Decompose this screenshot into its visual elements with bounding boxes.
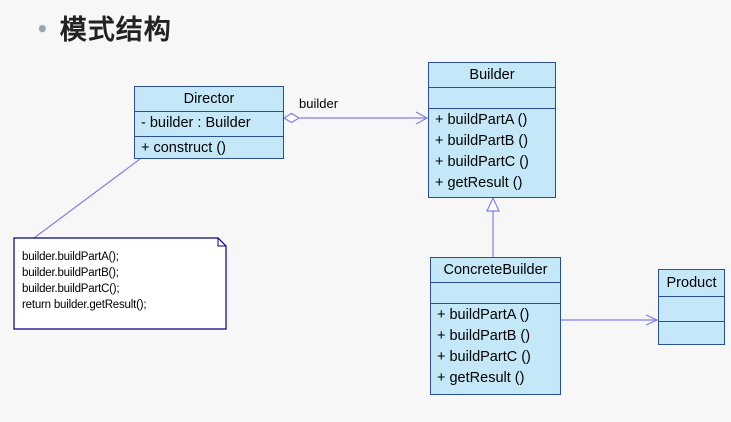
attributes-section (659, 297, 724, 322)
aggregation-diamond (282, 112, 301, 124)
operations-section (659, 322, 724, 346)
class-name: ConcreteBuilder (431, 258, 560, 283)
operation: + buildPartB () (435, 133, 529, 149)
title-text: 模式结构 (59, 15, 172, 46)
director-class[interactable]: Director - builder : Builder + construct… (134, 86, 284, 159)
operations-section: + construct () (135, 137, 283, 161)
attributes-section (429, 88, 555, 109)
attributes-section (431, 283, 560, 304)
dependency-arrowhead (645, 314, 659, 326)
note-line: return builder.getResult(); (22, 299, 147, 311)
attribute: - builder : Builder (141, 115, 251, 131)
note-fold (217, 238, 226, 247)
slide-title: • 模式结构 (36, 8, 172, 47)
operation: + buildPartB () (437, 328, 531, 344)
association-arrowhead (415, 111, 429, 125)
note-line: builder.buildPartC(); (22, 283, 120, 295)
concrete-builder-class[interactable]: ConcreteBuilder + buildPartA () + buildP… (430, 257, 561, 395)
class-name: Builder (429, 63, 555, 88)
class-name: Product (659, 270, 724, 297)
note-shape (13, 237, 227, 330)
association-label: builder (299, 96, 339, 111)
operation: + construct () (141, 140, 227, 156)
note-connector (33, 158, 141, 239)
note-line: builder.buildPartA(); (22, 251, 119, 263)
builder-class[interactable]: Builder + buildPartA () + buildPartB () … (428, 62, 556, 198)
operation: + buildPartC () (435, 154, 529, 170)
note-line: builder.buildPartB(); (22, 267, 119, 279)
attributes-section: - builder : Builder (135, 112, 283, 137)
operations-section: + buildPartA () + buildPartB () + buildP… (431, 304, 560, 391)
class-name: Director (135, 87, 283, 112)
product-class[interactable]: Product (658, 269, 725, 345)
operation: + buildPartA () (435, 112, 528, 128)
operation: + getResult () (435, 175, 523, 191)
operation: + buildPartC () (437, 349, 531, 365)
operations-section: + buildPartA () + buildPartB () + buildP… (429, 109, 555, 196)
generalization-arrowhead (486, 196, 500, 212)
operation: + buildPartA () (437, 307, 530, 323)
operation: + getResult () (437, 370, 525, 386)
bullet-icon: • (36, 17, 50, 41)
note-text: builder.buildPartA(); builder.buildPartB… (22, 249, 147, 313)
